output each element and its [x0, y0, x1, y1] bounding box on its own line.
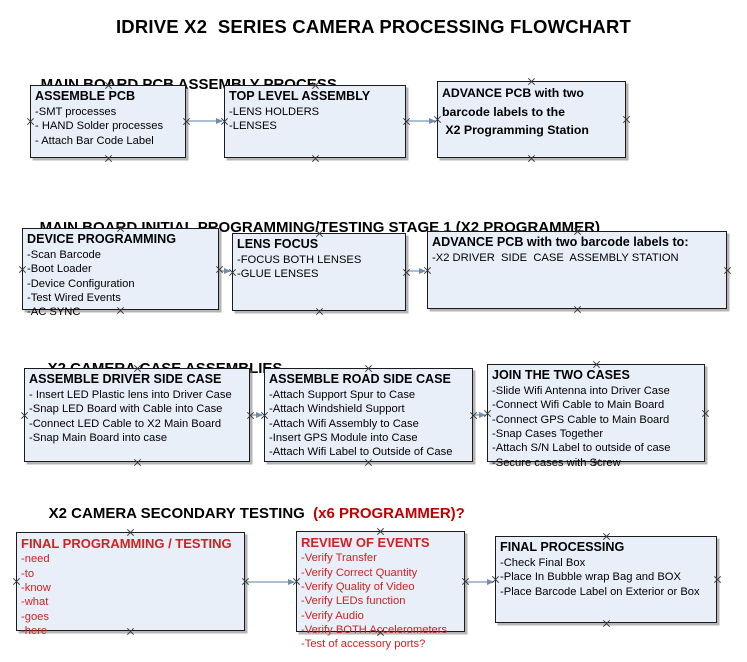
node-line: -FOCUS BOTH LENSES: [237, 253, 362, 266]
node-assemble-pcb[interactable]: ASSEMBLE PCB -SMT processes - HAND Solde…: [30, 85, 186, 158]
node-line: -Test Wired Events: [27, 291, 121, 304]
node-line: -GLUE LENSES: [237, 268, 319, 281]
node-line: -Verify Correct Quantity: [301, 566, 418, 579]
node-title: ASSEMBLE DRIVER SIDE CASE: [29, 372, 222, 386]
node-title: LENS FOCUS: [237, 237, 319, 251]
node-title: REVIEW OF EVENTS: [301, 535, 430, 550]
node-final-programming-testing[interactable]: FINAL PROGRAMMING / TESTING -need -to -k…: [16, 532, 245, 637]
section-heading-text: X2 CAMERA SECONDARY TESTING: [48, 505, 314, 522]
node-line: -Test of accessory ports?: [301, 638, 426, 651]
node-title: FINAL PROGRAMMING / TESTING: [21, 536, 232, 551]
node-line: -what: [21, 596, 49, 609]
node-line: - Insert LED Plastic lens into Driver Ca…: [29, 388, 232, 401]
node-line: -Verify Quality of Video: [301, 580, 415, 593]
node-line: -Attach Support Spur to Case: [269, 388, 416, 401]
node-line: -Device Configuration: [27, 277, 135, 290]
page-title: IDRIVE X2 SERIES CAMERA PROCESSING FLOWC…: [115, 16, 632, 37]
node-line: -to: [21, 567, 35, 580]
node-line: -Snap Main Board into case: [29, 431, 168, 444]
node-line: -Place Barcode Label on Exterior or Box: [500, 585, 700, 598]
node-line: -SMT processes: [35, 105, 117, 118]
node-title: FINAL PROCESSING: [500, 540, 625, 554]
node-line: -Slide Wifi Antenna into Driver Case: [492, 384, 670, 397]
node-advance-pcb-x2-station[interactable]: ADVANCE PCB with two barcode labels to t…: [437, 81, 626, 158]
node-line: -Attach Wifi Assembly to Case: [269, 417, 419, 430]
node-line: -LENSES: [229, 120, 277, 133]
node-title: DEVICE PROGRAMMING: [27, 232, 177, 246]
node-line: X2 Programming Station: [442, 122, 589, 137]
node-title: TOP LEVEL ASSEMBLY: [229, 89, 371, 103]
node-line: -X2 DRIVER SIDE CASE ASSEMBLY STATION: [432, 251, 679, 264]
node-line: -Connect LED Cable to X2 Main Board: [29, 417, 222, 430]
node-line: -Attach Wifi Label to Outside of Case: [269, 446, 453, 459]
node-join-the-two-cases[interactable]: JOIN THE TWO CASES -Slide Wifi Antenna i…: [487, 364, 705, 469]
section-heading-accent: (x6 PROGRAMMER)?: [313, 505, 465, 522]
node-line: -Check Final Box: [500, 556, 586, 569]
node-title: ASSEMBLE ROAD SIDE CASE: [269, 372, 451, 386]
node-line: -Attach Windshield Support: [269, 403, 405, 416]
node-line: -Boot Loader: [27, 263, 92, 276]
node-device-programming[interactable]: DEVICE PROGRAMMING -Scan Barcode -Boot L…: [22, 228, 219, 318]
node-line: -Verify BOTH Accelerometers: [301, 623, 448, 636]
node-line: -Verify Audio: [301, 609, 364, 622]
node-line: - Attach Bar Code Label: [35, 134, 154, 147]
node-advance-pcb-driver-case[interactable]: ADVANCE PCB with two barcode labels to: …: [427, 231, 727, 309]
node-lens-focus[interactable]: LENS FOCUS -FOCUS BOTH LENSES -GLUE LENS…: [232, 233, 406, 311]
node-assemble-driver-side-case[interactable]: ASSEMBLE DRIVER SIDE CASE - Insert LED P…: [24, 368, 250, 462]
node-title: ADVANCE PCB with two barcode labels to:: [432, 235, 689, 249]
node-line: -need: [21, 553, 50, 566]
node-line: -Snap Cases Together: [492, 427, 604, 440]
section-heading-x2-camera-secondary-testing: X2 CAMERA SECONDARY TESTING (x6 PROGRAMM…: [32, 488, 465, 539]
node-title: JOIN THE TWO CASES: [492, 368, 630, 382]
node-title: ASSEMBLE PCB: [35, 89, 136, 103]
node-assemble-road-side-case[interactable]: ASSEMBLE ROAD SIDE CASE -Attach Support …: [264, 368, 473, 462]
node-line: -Snap LED Board with Cable into Case: [29, 403, 223, 416]
node-title: ADVANCE PCB with two: [442, 86, 584, 100]
node-line: -Insert GPS Module into Case: [269, 431, 418, 444]
node-line: -Verify Transfer: [301, 552, 377, 565]
node-line: -goes: [21, 610, 49, 623]
node-line: -Verify LEDs function: [301, 595, 406, 608]
node-line: -Secure cases with Screw: [492, 456, 621, 469]
node-line: -know: [21, 581, 51, 594]
node-line: -Connect GPS Cable to Main Board: [492, 413, 670, 426]
node-review-of-events[interactable]: REVIEW OF EVENTS -Verify Transfer -Verif…: [296, 531, 465, 650]
node-line: -AC SYNC: [27, 306, 81, 319]
node-top-level-assembly[interactable]: TOP LEVEL ASSEMBLY -LENS HOLDERS -LENSES: [224, 85, 406, 158]
node-line: -Attach S/N Label to outside of case: [492, 442, 671, 455]
node-final-processing[interactable]: FINAL PROCESSING -Check Final Box -Place…: [495, 536, 717, 623]
node-line: -Place In Bubble wrap Bag and BOX: [500, 571, 681, 584]
node-line: barcode labels to the: [442, 104, 565, 119]
node-line: - HAND Solder processes: [35, 120, 164, 133]
node-line: -LENS HOLDERS: [229, 105, 320, 118]
node-line: -here: [21, 624, 48, 637]
node-line: -Scan Barcode: [27, 248, 102, 261]
node-line: -Connect Wifi Cable to Main Board: [492, 399, 665, 412]
